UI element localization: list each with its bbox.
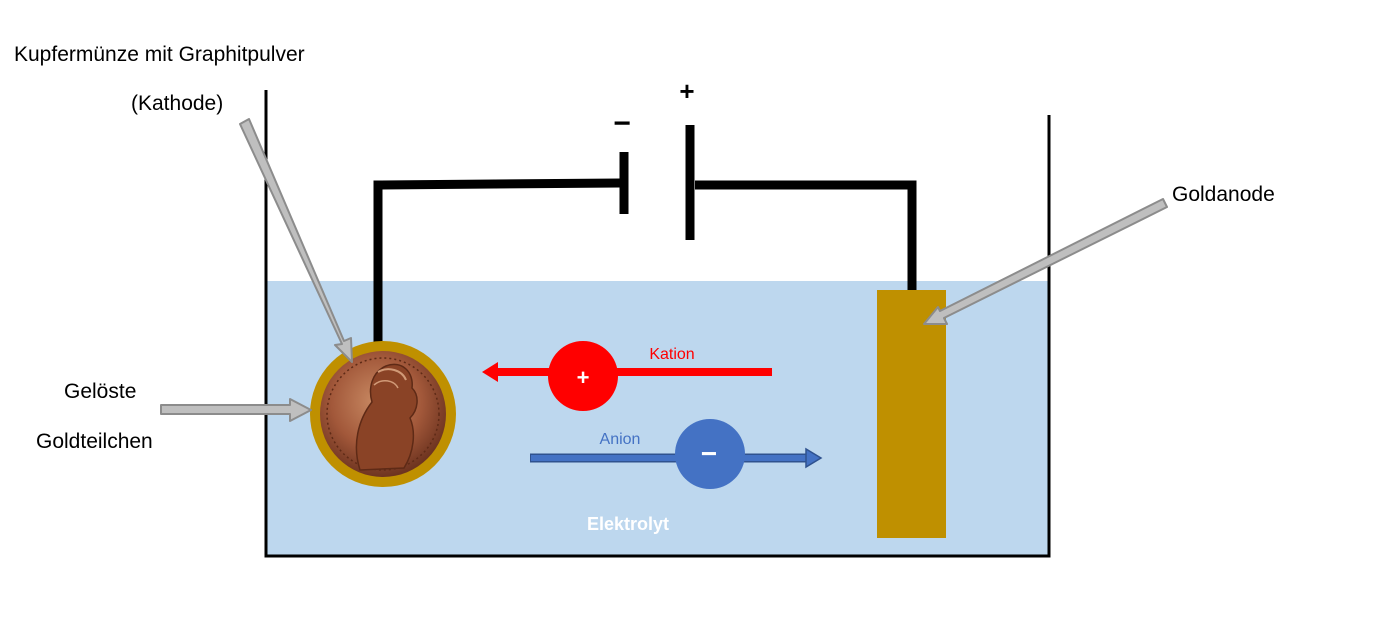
cathode-label-line1: Kupfermünze mit Graphitpulver bbox=[14, 43, 305, 66]
anion-label: Anion bbox=[600, 431, 641, 448]
container-wall bbox=[264, 90, 1051, 558]
cation-sign: + bbox=[577, 365, 590, 390]
anion-sign: − bbox=[701, 438, 717, 469]
cathode-label-line2: (Kathode) bbox=[131, 92, 223, 115]
cation-label: Kation bbox=[649, 346, 694, 363]
gold-anode bbox=[877, 290, 946, 538]
cathode-pointer-arrow bbox=[239, 118, 353, 363]
cathode-wire bbox=[373, 178, 621, 345]
anode-label: Goldanode bbox=[1172, 183, 1275, 206]
electrolyte-label: Elektrolyt bbox=[587, 514, 669, 534]
anion-arrow-head bbox=[805, 447, 823, 469]
dissolved-gold-label-line1: Gelöste bbox=[64, 380, 136, 403]
copper-coin bbox=[320, 351, 446, 477]
battery-minus-sign: − bbox=[613, 107, 631, 140]
anode-pointer-arrow bbox=[923, 198, 1168, 325]
cation-arrow-head bbox=[482, 362, 498, 382]
dissolved-gold-pointer-arrow bbox=[160, 398, 312, 422]
anion-particle bbox=[675, 419, 745, 489]
dissolved-gold-label-line2: Goldteilchen bbox=[36, 430, 153, 453]
anode-wire bbox=[695, 180, 917, 290]
battery-plus-sign: + bbox=[679, 76, 694, 106]
cation-particle bbox=[548, 341, 618, 411]
